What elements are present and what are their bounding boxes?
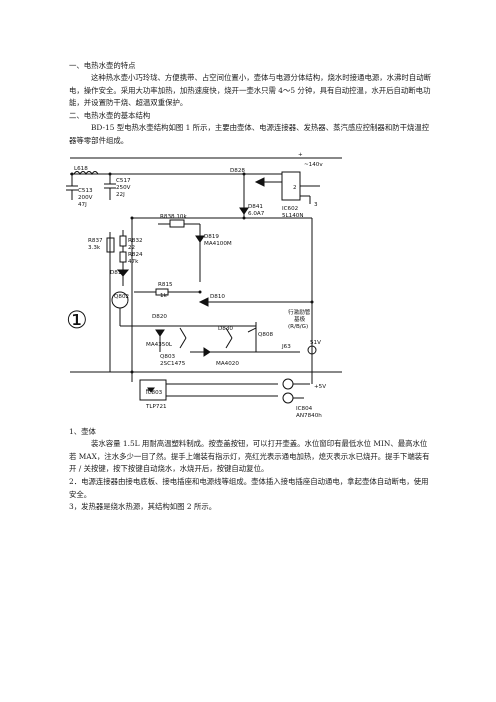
- label-d830: D830: [218, 326, 233, 332]
- label-l618: L618: [74, 166, 88, 172]
- label-r837-v: 3.3k: [88, 245, 101, 251]
- label-ic804-p: AN7840h: [296, 413, 322, 419]
- label-c517: C517: [116, 178, 131, 184]
- label-ic602-p: 5L140N: [282, 213, 304, 219]
- label-ma4020: MA4020: [216, 361, 239, 367]
- label-signal-2: 基极: [294, 315, 306, 323]
- paragraph-kettle-body: 装水容量 1.5L 用耐高温塑料制成。按壶盖按钮，可以打开壶盖。水位窗印有最低水…: [69, 439, 430, 473]
- label-ic803: IC803: [146, 390, 163, 396]
- label-ac-plus: +: [298, 152, 303, 158]
- label-pin3: 3: [314, 202, 318, 208]
- label-d841-v: 6.0A7: [248, 211, 265, 217]
- figure-number: ①: [66, 306, 88, 334]
- section-heading-features: 一、电热水壶的特点: [69, 61, 136, 70]
- label-ma4350l: MA4350L: [146, 342, 173, 348]
- label-r815: R815: [158, 282, 173, 288]
- label-c517-v: 250V: [116, 185, 131, 191]
- label-c513-v: 200V: [78, 195, 93, 201]
- paragraph-features: 这种热水壶小巧玲珑、方便携带、占空间位置小，壶体与电源分体结构，烧水时接通电源，…: [69, 73, 431, 107]
- label-c513: C513: [78, 188, 93, 194]
- label-d819-p: MA4100M: [204, 241, 232, 247]
- label-pin2: 2: [293, 185, 297, 191]
- label-d841: D841: [248, 204, 263, 210]
- section-heading-structure: 二、电热水壶的基本结构: [69, 111, 151, 120]
- label-r824-v: 47k: [128, 259, 139, 265]
- paragraph-power-connector: 2．电源连接器由接电底板、接电插座和电源线等组成。壶体插入接电插座自动通电，拿起…: [69, 477, 429, 499]
- label-plus5v: +5V: [314, 384, 326, 390]
- label-ic803-p: TLP721: [145, 404, 167, 410]
- paragraph-structure: BD-15 型电热水壶结构如图 1 所示，主要由壶体、电源连接器、发热器、蒸汽感…: [69, 123, 430, 145]
- label-ic602: IC602: [282, 206, 298, 212]
- label-signal-1: 行激励管: [288, 308, 311, 316]
- label-ic804: IC804: [296, 406, 313, 412]
- label-d828: D828: [230, 168, 245, 174]
- label-d810: D810: [210, 294, 225, 300]
- label-r815-v: 1k: [160, 293, 168, 299]
- label-c513-c: 47J: [78, 202, 87, 208]
- label-d820: D820: [152, 314, 167, 320]
- paragraph-heater: 3，发热器是绕水热源，其结构如图 2 所示。: [69, 502, 217, 511]
- label-d816: D816: [110, 270, 125, 276]
- label-j63: J63: [281, 344, 291, 350]
- label-q802: Q802: [114, 294, 129, 300]
- label-switch: 51V: [310, 340, 321, 346]
- label-signal-3: (R/B/G): [288, 324, 308, 330]
- label-q803-p: 2SC1475: [160, 361, 186, 367]
- label-d819: D819: [204, 234, 219, 240]
- label-r832: R832: [128, 238, 143, 244]
- subheading-kettle-body: 1、壶体: [69, 427, 96, 436]
- label-ac-volt: ~140v: [304, 162, 323, 168]
- label-q808: Q808: [258, 332, 274, 338]
- circuit-schematic: + ~140v L618 C513 200V 47J C517 250V 22J…: [66, 152, 342, 419]
- label-r838: R838 10k: [160, 214, 187, 220]
- label-r824: R824: [128, 252, 143, 258]
- label-q803: Q803: [160, 354, 176, 360]
- label-c517-c: 22J: [116, 192, 125, 198]
- label-r832-v: 22: [128, 245, 135, 251]
- label-r837: R837: [88, 238, 103, 244]
